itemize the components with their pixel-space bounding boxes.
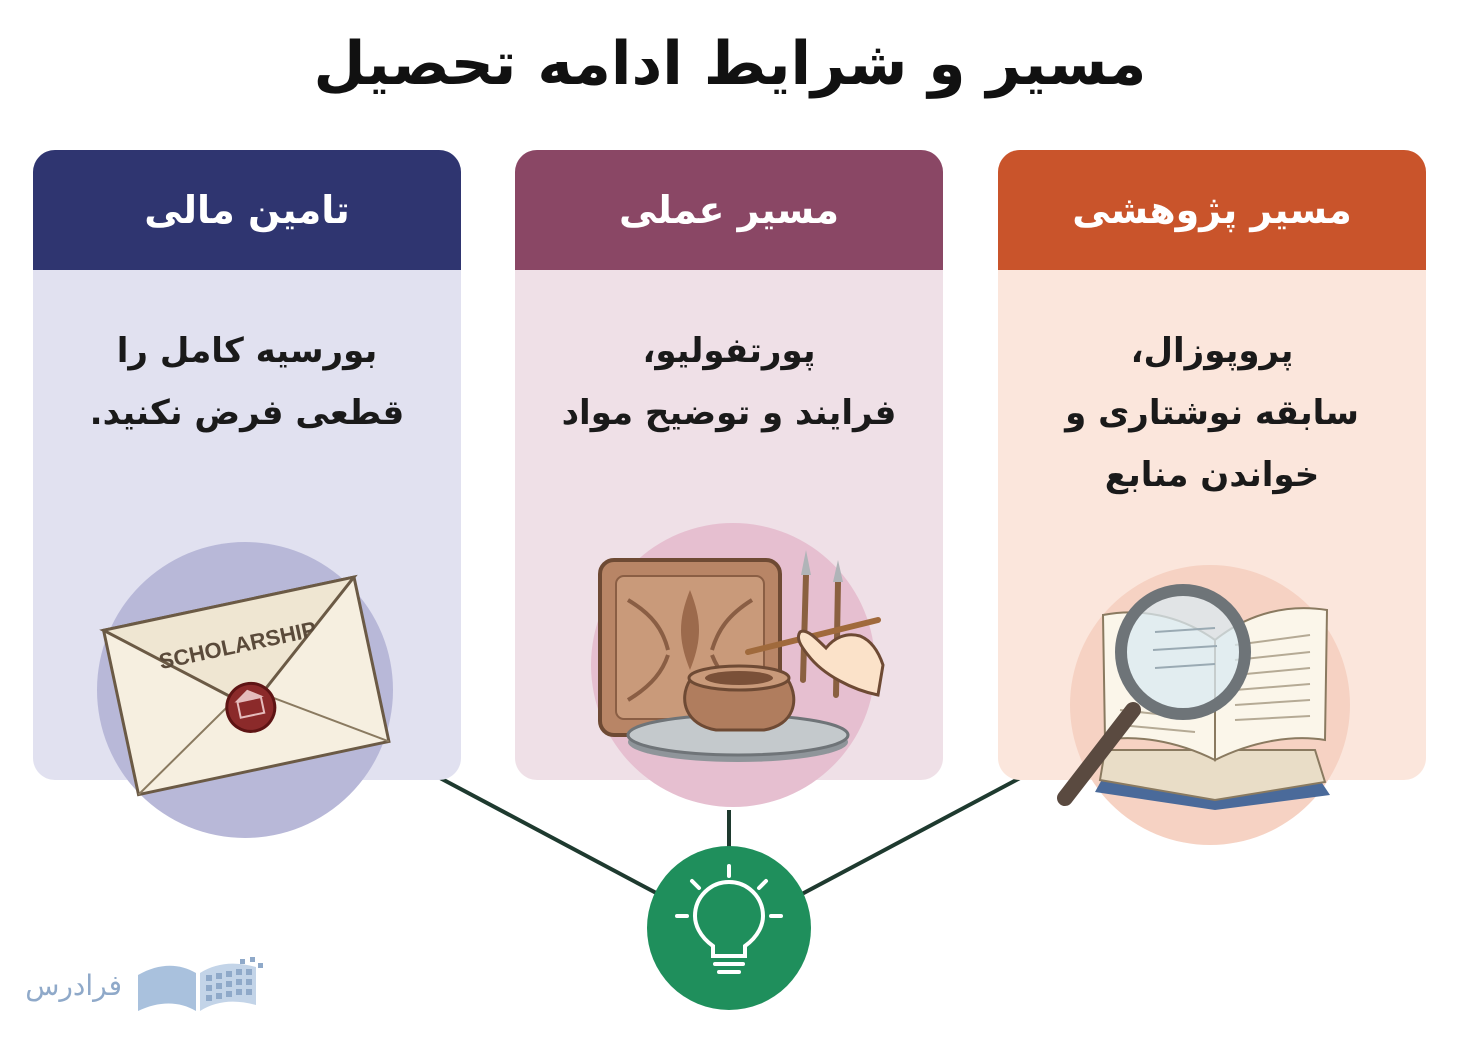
card-funding-line: قطعی فرض نکنید. <box>89 393 405 433</box>
card-funding-line: بورسیه کامل را <box>116 331 378 371</box>
hub-circle <box>647 846 811 1010</box>
pottery-icon <box>591 523 885 807</box>
card-research-body: پروپوزال، سابقه نوشتاری و خواندن منابع <box>998 270 1426 506</box>
card-practical-header: مسیر عملی <box>515 150 943 270</box>
card-research-line: سابقه نوشتاری و <box>1065 393 1359 433</box>
connector-line-funding <box>439 776 661 897</box>
scholarship-envelope-icon: SCHOLARSHIP <box>97 542 393 838</box>
card-practical-line: پورتفولیو، <box>642 331 816 371</box>
connector-line-research <box>799 776 1021 897</box>
faradars-logo: فرادرس <box>25 955 266 1015</box>
card-funding-header: تامین مالی <box>33 150 461 270</box>
magnifier-book-icon <box>1057 565 1350 845</box>
card-practical-line: فرایند و توضیح مواد <box>561 393 897 433</box>
page-title: مسیر و شرایط ادامه تحصیل <box>313 29 1147 99</box>
open-book-icon <box>138 957 263 1011</box>
lightbulb-icon <box>675 864 783 974</box>
logo-text: فرادرس <box>25 969 122 1002</box>
card-research-line: خواندن منابع <box>1104 455 1320 495</box>
card-practical-body: پورتفولیو، فرایند و توضیح مواد <box>515 270 943 444</box>
card-funding-body: بورسیه کامل را قطعی فرض نکنید. <box>33 270 461 444</box>
card-research: مسیر پژوهشی پروپوزال، سابقه نوشتاری و خو… <box>998 150 1426 780</box>
card-research-line: پروپوزال، <box>1130 331 1294 371</box>
card-research-header: مسیر پژوهشی <box>998 150 1426 270</box>
